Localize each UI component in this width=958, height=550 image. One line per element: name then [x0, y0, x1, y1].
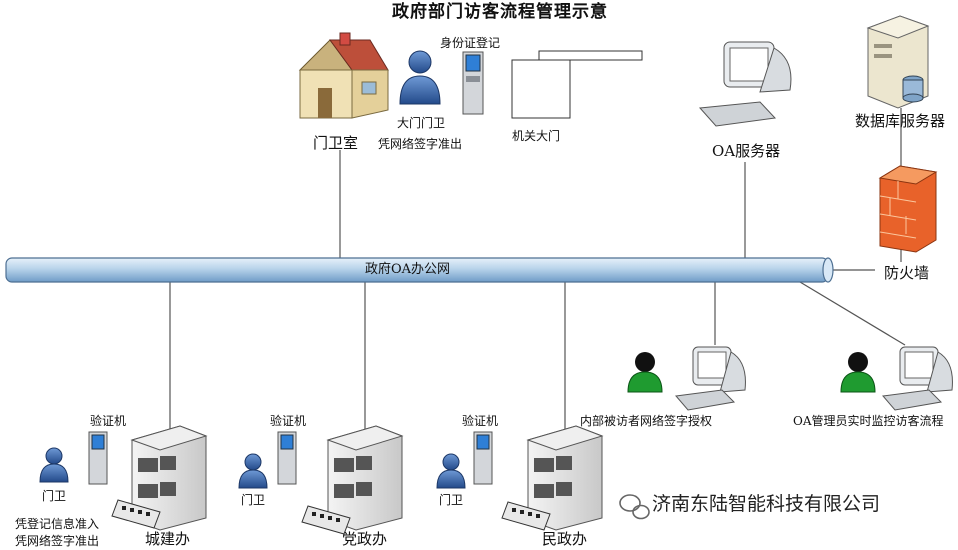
verifier-label: 验证机: [462, 414, 499, 428]
guard-house-icon: [298, 32, 389, 119]
firewall-label: 防火墙: [884, 264, 930, 282]
office-minzheng-group: [436, 425, 604, 531]
office-chengjian-group: [39, 425, 208, 531]
guard-label: 门卫: [439, 493, 464, 507]
db-server-label: 数据库服务器: [855, 112, 946, 130]
guard-label: 门卫: [42, 489, 67, 503]
main-gate-icon: [511, 50, 643, 119]
admin-monitor-label: OA管理员实时监控访客流程: [793, 414, 944, 428]
database-server-icon: [866, 15, 930, 109]
office-dangzheng-group: [238, 425, 404, 535]
visited-staff-workstation-icon: [627, 346, 746, 411]
admin-workstation-icon: [840, 346, 953, 411]
id-register-label: 身份证登记: [440, 36, 501, 50]
gate-guard-note: 凭网络签字准出: [378, 137, 463, 151]
office-name-label: 党政办: [342, 530, 388, 548]
main-gate-label: 机关大门: [512, 129, 561, 143]
verifier-label: 验证机: [90, 414, 127, 428]
wechat-logo-icon: [619, 494, 650, 520]
company-watermark: 济南东陆智能科技有限公司: [652, 493, 881, 515]
oa-server-label: OA服务器: [712, 142, 781, 160]
office-name-label: 城建办: [145, 530, 191, 548]
guard-label: 门卫: [241, 493, 266, 507]
network-label: 政府OA办公网: [365, 262, 451, 277]
office-note-exit: 凭网络签字准出: [15, 534, 100, 548]
firewall-icon: [878, 165, 938, 253]
network-connectors: [169, 108, 906, 430]
gate-guard-label: 大门门卫: [397, 116, 446, 130]
guard-room-label: 门卫室: [313, 134, 359, 152]
visited-auth-label: 内部被访者网络签字授权: [580, 414, 713, 428]
office-name-label: 民政办: [542, 530, 588, 548]
id-register-kiosk-icon: [462, 51, 484, 115]
oa-server-computer-icon: [698, 41, 792, 127]
oa-network-pipe: [5, 257, 834, 283]
office-note-entry: 凭登记信息准入: [15, 517, 100, 531]
diagram-title: 政府部门访客流程管理示意: [392, 2, 608, 22]
gate-guard-person-icon: [399, 50, 441, 105]
verifier-label: 验证机: [270, 414, 307, 428]
